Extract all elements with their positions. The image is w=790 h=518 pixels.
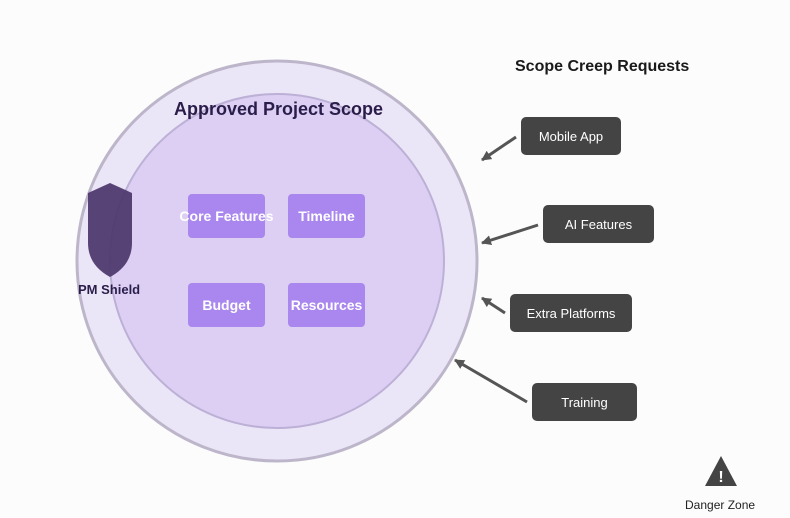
arrow-ai-features [481, 223, 539, 246]
request-ai-features: AI Features [543, 205, 654, 243]
scope-item-timeline: Timeline [288, 194, 365, 238]
shield-icon [88, 183, 132, 277]
scope-item-core-features: Core Features [179, 194, 274, 238]
request-training: Training [532, 383, 637, 421]
shield-label: PM Shield [78, 282, 141, 297]
inner-scope-circle [109, 93, 445, 429]
request-mobile-app: Mobile App [521, 117, 621, 155]
danger-zone-label: Danger Zone [685, 498, 756, 512]
scope-title: Approved Project Scope [174, 99, 384, 119]
scope-item-resources: Resources [288, 283, 365, 327]
arrow-training [454, 358, 528, 404]
requests-title: Scope Creep Requests [515, 58, 690, 75]
arrow-extra-platforms [481, 296, 506, 315]
scope-item-budget: Budget [188, 283, 265, 327]
warning-glyph: ! [718, 469, 723, 486]
request-extra-platforms: Extra Platforms [510, 294, 632, 332]
arrow-mobile-app [481, 135, 517, 162]
warning-icon [705, 456, 737, 486]
